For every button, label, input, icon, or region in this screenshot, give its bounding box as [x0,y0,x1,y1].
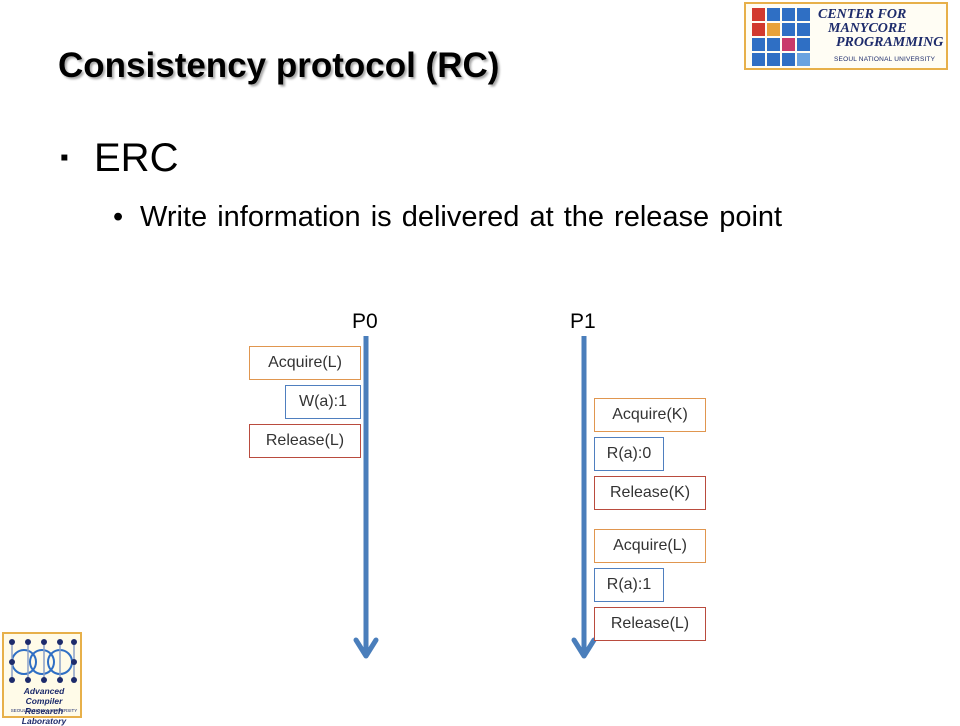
square-bullet-icon: ▪ [60,144,69,171]
process-label-p1: P1 [570,310,596,333]
bullet-level2: • Write information is delivered at the … [113,200,873,235]
p1-read-a-0-box: R(a):0 [594,437,664,471]
round-bullet-icon: • [113,201,124,233]
logo-name: CENTER FOR MANYCORE PROGRAMMING [818,7,944,50]
p0-release-l-box: Release(L) [249,424,361,458]
slide-title: Consistency protocol (RC) [58,46,500,85]
acrl-logo-name: Advanced Compiler Research Laboratory [21,686,67,726]
p1-release-l-box: Release(L) [594,607,706,641]
advanced-compiler-research-laboratory-logo: Advanced Compiler Research Laboratory SE… [2,632,82,726]
p0-write-a-box: W(a):1 [285,385,361,419]
process-label-p0: P0 [352,310,378,333]
lattice-graphic-icon [9,639,77,683]
p1-acquire-l-box: Acquire(L) [594,529,706,563]
p0-acquire-l-box: Acquire(L) [249,346,361,380]
logo-university: SEOUL NATIONAL UNIVERSITY [834,56,936,63]
p1-read-a-1-box: R(a):1 [594,568,664,602]
bullet-level1-text: ERC [94,136,179,180]
p1-arrowhead [571,637,597,659]
p1-acquire-k-box: Acquire(K) [594,398,706,432]
p1-release-k-box: Release(K) [594,476,706,510]
acrl-logo-university: SEOUL NATIONAL UNIVERSITY [10,708,78,713]
p0-arrowhead [353,637,379,659]
bullet-level1: ▪ ERC [60,138,178,178]
center-for-manycore-programming-logo: CENTER FOR MANYCORE PROGRAMMING SEOUL NA… [744,2,948,70]
bullet-level2-text: Write information is delivered at the re… [140,201,783,233]
